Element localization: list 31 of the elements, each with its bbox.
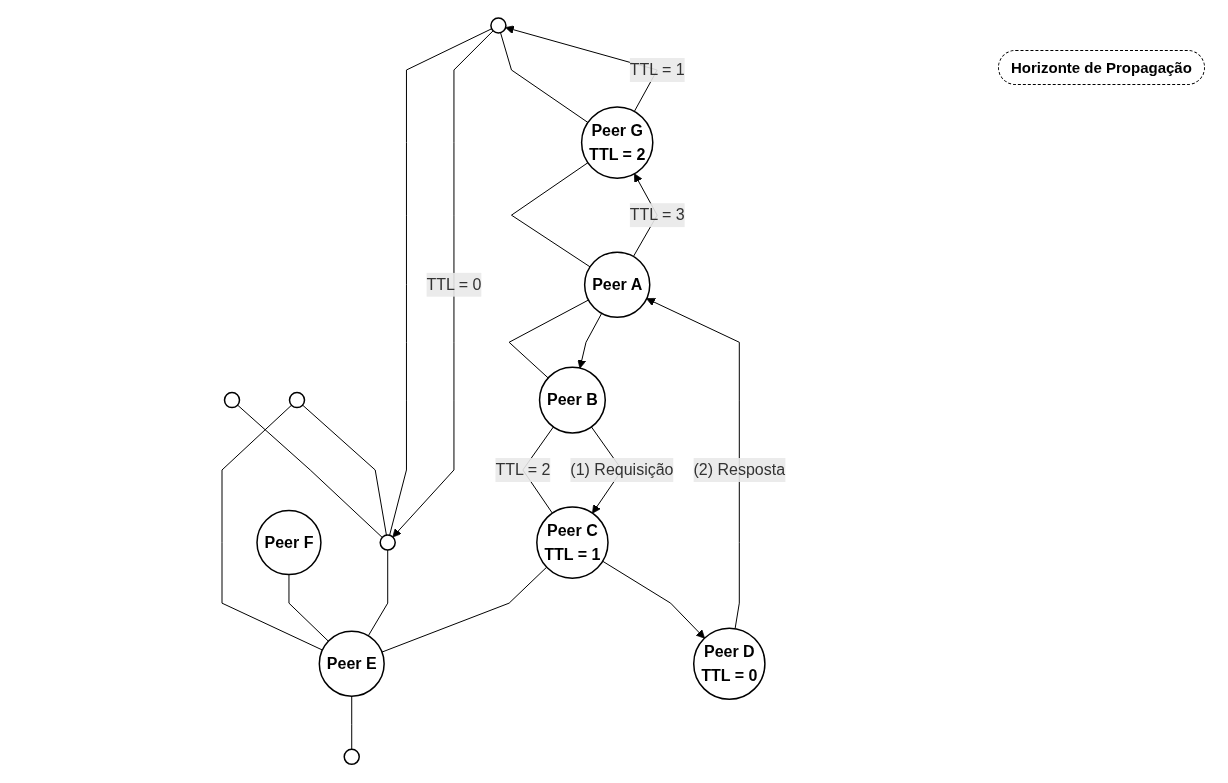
- node-circle: [379, 534, 397, 552]
- edge-label: TTL = 0: [426, 276, 482, 294]
- node-circle: Peer E: [319, 630, 386, 698]
- arrow: [646, 298, 741, 630]
- connector: [500, 32, 589, 124]
- edge-label: (1) Requisição: [570, 461, 674, 479]
- connector: [221, 405, 324, 651]
- node-circle: Peer G TTL = 2: [581, 106, 654, 180]
- node-circle: Peer B: [539, 366, 607, 435]
- connector: [509, 299, 590, 379]
- node-circle: Peer A: [584, 251, 651, 319]
- edge-label: (2) Resposta: [693, 461, 786, 479]
- connector: [237, 404, 384, 539]
- connector: [288, 574, 330, 643]
- connector: [368, 549, 389, 637]
- arrow: [577, 313, 603, 369]
- node-circle: Peer C TTL = 1: [536, 506, 610, 580]
- connector: [511, 162, 591, 268]
- connector: [381, 567, 548, 653]
- edge-label: TTL = 1: [630, 61, 686, 79]
- arrow: [602, 561, 706, 639]
- node-circle: [343, 748, 361, 766]
- connector: [351, 696, 353, 751]
- edge-label: TTL = 2: [495, 461, 551, 479]
- connector: [302, 404, 388, 536]
- node-circle: [490, 17, 508, 35]
- node-circle: [289, 392, 306, 409]
- edge-label: TTL = 3: [630, 206, 686, 224]
- node-circle: Peer D TTL = 0: [693, 627, 767, 701]
- node-circle: [224, 392, 241, 409]
- node-circle: Peer F: [256, 510, 323, 576]
